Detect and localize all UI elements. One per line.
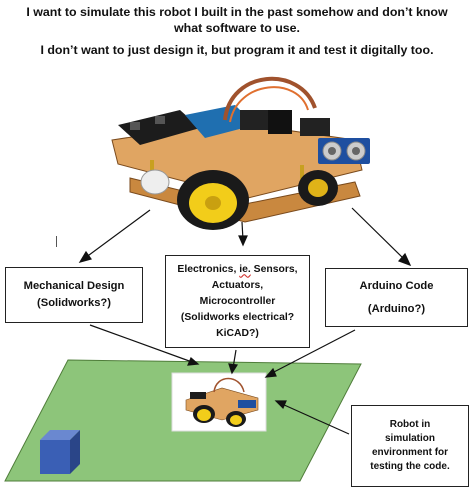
arrow-mech-to-sim (89, 324, 193, 363)
simulated-robot-thumbnail (171, 372, 267, 432)
sim-line-1: Robot in (389, 419, 431, 430)
mechanical-title: Mechanical Design (23, 280, 125, 292)
arduino-tool: (Arduino?) (367, 302, 426, 315)
arrow-note-to-robot (281, 403, 350, 435)
electronics-line-3: Microcontroller (199, 295, 276, 307)
electronics-line-1: Electronics, ie. Sensors, (166, 262, 309, 278)
text-cursor (56, 236, 57, 247)
cube-object (40, 430, 80, 474)
electronics-line-2: Actuators, (211, 279, 264, 291)
arduino-title: Arduino Code (359, 279, 434, 292)
intro-line-2: I don’t want to just design it, but prog… (40, 43, 434, 57)
mechanical-tool: (Solidworks?) (37, 297, 111, 309)
arrows (78, 207, 412, 267)
arrow-to-arduino (351, 207, 406, 261)
robot-car-illustration (111, 76, 370, 230)
sim-line-2: simulation (384, 433, 435, 444)
electronics-line-4: (Solidworks electrical? (180, 311, 295, 323)
electronics-box: Electronics, ie. Sensors, Actuators, Mic… (165, 255, 310, 348)
electronics-line-1b: ie. (239, 263, 251, 275)
intro-line-1: I want to simulate this robot I built in… (26, 5, 448, 35)
arrow-ard-to-sim (271, 329, 356, 374)
arduino-code-box: Arduino Code (Arduino?) (325, 268, 468, 327)
arrow-to-mechanical (84, 209, 151, 259)
simulation-note-box: Robot in simulation environment for test… (351, 405, 469, 487)
sim-line-4: testing the code. (370, 461, 450, 472)
mechanical-design-box: Mechanical Design (Solidworks?) (5, 267, 143, 323)
electronics-line-5: KiCAD?) (216, 327, 259, 339)
sim-line-3: environment for (371, 447, 449, 458)
electronics-line-1c: Sensors, (250, 263, 298, 275)
electronics-line-1a: Electronics, (177, 263, 240, 275)
